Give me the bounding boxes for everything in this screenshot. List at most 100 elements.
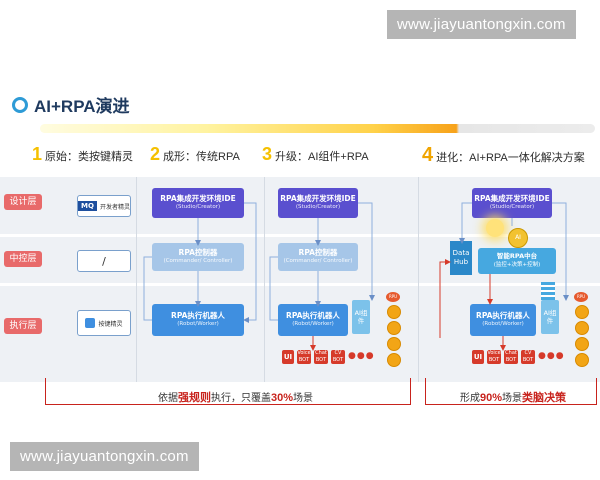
ide-box-stage4: RPA集成开发环境IDE (Studio/Creator) — [472, 188, 552, 218]
controller-sub: (Commander/ Controller) — [283, 258, 353, 264]
step-3-number: 3 — [262, 144, 273, 164]
coin-icon — [575, 305, 589, 319]
mq-sub-label: 开发者精灵 — [99, 203, 130, 211]
footer-left-mid: 执行，只覆盖 — [211, 393, 271, 404]
coin-icon — [387, 353, 401, 367]
chat-bot: Chat BOT — [314, 350, 328, 364]
arrow-ide-to-hub-4 — [459, 202, 472, 244]
ide-box-stage3: RPA集成开发环境IDE (Studio/Creator) — [278, 188, 358, 218]
executor-box-stage3: RPA执行机器人 (Robot/Worker) — [278, 304, 348, 336]
executor-box-stage4: RPA执行机器人 (Robot/Worker) — [470, 304, 536, 336]
arrow-controller-loop-3 — [269, 256, 278, 321]
step-1: 1 原始：类按键精灵 — [32, 144, 133, 165]
watermark-bottom: www.jiayuantongxin.com — [10, 442, 199, 471]
cv-bot: CV BOT — [521, 350, 535, 364]
more-dots: ●●● — [348, 351, 375, 361]
layer-label-design: 设计层 — [4, 194, 42, 210]
mq-screenshot: MQ 开发者精灵 — [77, 195, 131, 217]
bracket-left — [45, 378, 411, 405]
step-2-number: 2 — [150, 144, 161, 164]
arrow-controller-loop-2 — [143, 256, 152, 321]
column-separator — [264, 177, 265, 382]
ide-sub: (Studio/Creator) — [295, 204, 341, 210]
arrow-ide-to-executor-2 — [243, 202, 257, 323]
control-placeholder: / — [77, 250, 131, 272]
footer-left-post: 场景 — [293, 393, 314, 404]
voice-bot: Voice BOT — [297, 350, 311, 364]
ide-title: RPA集成开发环境IDE — [280, 194, 356, 203]
ide-box-stage2: RPA集成开发环境IDE (Studio/Creator) — [152, 188, 244, 218]
ide-title: RPA集成开发环境IDE — [160, 194, 236, 203]
step-1-text: 原始：类按键精灵 — [45, 151, 134, 163]
ui-component: UI — [472, 350, 484, 364]
coin-icon — [387, 305, 401, 319]
title-text: AI+RPA演进 — [34, 97, 130, 116]
data-hub: Data Hub — [450, 241, 472, 275]
controller-sub: (Commander/ Controller) — [163, 258, 233, 264]
layer-label-exec: 执行层 — [4, 318, 42, 334]
footer-left-hl2: 30% — [271, 392, 294, 404]
tool-icon — [85, 318, 96, 328]
smart-center-title: 智能RPA中台 — [496, 252, 538, 260]
step-4-text: 进化：AI+RPA一体化解决方案 — [436, 152, 585, 164]
executor-box-stage2: RPA执行机器人 (Robot/Worker) — [152, 304, 244, 336]
controller-title: RPA控制器 — [178, 248, 218, 257]
step-3-text: 升级：AI组件+RPA — [275, 151, 369, 163]
step-4: 4 进化：AI+RPA一体化解决方案 — [422, 144, 585, 167]
mq-logo: MQ — [78, 201, 97, 211]
executor-sub: (Robot/Worker) — [292, 321, 334, 327]
tool-label: 按键精灵 — [98, 320, 123, 328]
ide-sub: (Studio/Creator) — [175, 204, 221, 210]
executor-title: RPA执行机器人 — [286, 311, 340, 320]
arrow-ide-to-ai-3 — [358, 202, 375, 301]
ai-component-stage4: AI组件 — [541, 300, 559, 334]
coin-stack — [387, 305, 401, 367]
coin-icon — [575, 321, 589, 335]
step-2: 2 成形：传统RPA — [150, 144, 240, 165]
footer-right-mid: 场景 — [502, 393, 523, 404]
ui-component: UI — [282, 350, 294, 364]
step-2-text: 成形：传统RPA — [163, 151, 240, 163]
coin-stack — [575, 305, 589, 367]
column-separator — [136, 177, 137, 382]
footer-left-hl1: 强规则 — [178, 392, 211, 404]
layer-label-control: 中控层 — [4, 251, 42, 267]
more-dots: ●●● — [538, 351, 565, 361]
coin-icon — [575, 337, 589, 351]
executor-title: RPA执行机器人 — [476, 311, 530, 320]
step-1-number: 1 — [32, 144, 43, 164]
stack-icon — [541, 282, 555, 300]
controller-box-stage2: RPA控制器 (Commander/ Controller) — [152, 243, 244, 271]
step-3: 3 升级：AI组件+RPA — [262, 144, 369, 165]
executor-sub: (Robot/Worker) — [482, 321, 524, 327]
band-divider — [0, 283, 600, 286]
bracket-right — [425, 378, 597, 405]
controller-title: RPA控制器 — [298, 248, 338, 257]
page-title: AI+RPA演进 — [12, 92, 130, 117]
footer-right-pre: 形成 — [460, 393, 480, 404]
rpu-badge: RPU — [386, 292, 400, 302]
ide-sub: (Studio/Creator) — [489, 204, 535, 210]
tool-screenshot: 按键精灵 — [77, 310, 131, 336]
coin-icon — [387, 321, 401, 335]
ai-component-stage3: AI组件 — [352, 300, 370, 334]
footer-right-hl2: 类脑决策 — [522, 392, 567, 404]
footer-right-note: 形成90%场景类脑决策 — [460, 389, 566, 405]
executor-sub: (Robot/Worker) — [177, 321, 219, 327]
watermark-top: www.jiayuantongxin.com — [387, 10, 576, 39]
footer-left-pre: 依据 — [158, 393, 178, 404]
ring-icon — [12, 96, 28, 113]
executor-title: RPA执行机器人 — [171, 311, 225, 320]
voice-bot: Voice BOT — [487, 350, 501, 364]
arrow-feedback-to-hub-4 — [439, 259, 451, 338]
cv-bot: CV BOT — [331, 350, 345, 364]
arrow-ide-to-ai-4 — [552, 202, 569, 301]
controller-box-stage3: RPA控制器 (Commander/ Controller) — [278, 243, 358, 271]
chat-bot: Chat BOT — [504, 350, 518, 364]
coin-icon — [387, 337, 401, 351]
footer-left-note: 依据强规则执行，只覆盖30%场景 — [158, 389, 313, 405]
lightbulb-icon — [486, 219, 504, 237]
column-separator — [418, 177, 419, 382]
footer-right-hl1: 90% — [480, 392, 503, 404]
